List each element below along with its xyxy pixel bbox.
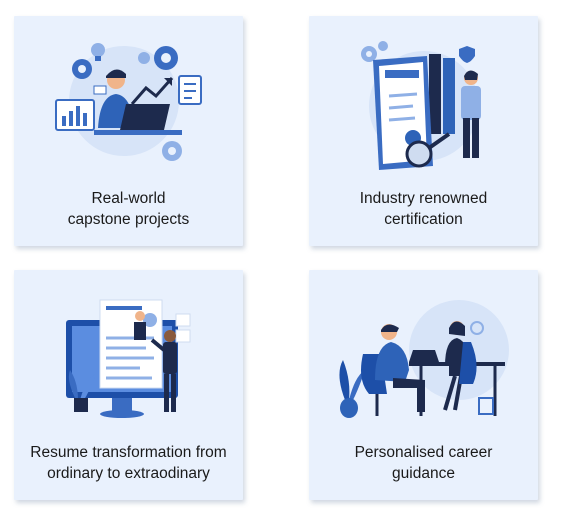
resume-illustration [66, 299, 191, 418]
resume-document-icon [99, 299, 163, 389]
card-title: Personalised career guidance [354, 444, 493, 482]
card-title: Industry renowned certification [359, 190, 488, 228]
person-figure [150, 330, 177, 412]
plant-icon [68, 370, 96, 412]
gear-icon [72, 46, 182, 161]
feature-card-certification: Industry renowned certification [309, 16, 538, 246]
card-title: Real-world capstone projects [67, 190, 190, 228]
guidance-illustration [339, 300, 509, 418]
capstone-illustration [55, 43, 202, 161]
laptop-icon [94, 104, 182, 135]
chart-window-icon [55, 99, 95, 131]
feature-card-resume: Resume transformation from ordinary to e… [14, 270, 243, 500]
shield-icon [459, 46, 475, 63]
certification-illustration [361, 41, 481, 170]
magnifier-icon [405, 132, 451, 168]
plant-icon [339, 360, 365, 418]
lightbulb-icon [91, 43, 105, 61]
card-title: Resume transformation from ordinary to e… [30, 444, 227, 482]
feature-card-capstone: Real-world capstone projects [14, 16, 243, 246]
laptop-icon [409, 350, 439, 362]
gear-icon [361, 41, 388, 62]
person-figure [375, 324, 425, 412]
trash-bin-icon [478, 397, 494, 415]
feature-card-guidance: Personalised career guidance [309, 270, 538, 500]
person-figure [461, 70, 481, 158]
